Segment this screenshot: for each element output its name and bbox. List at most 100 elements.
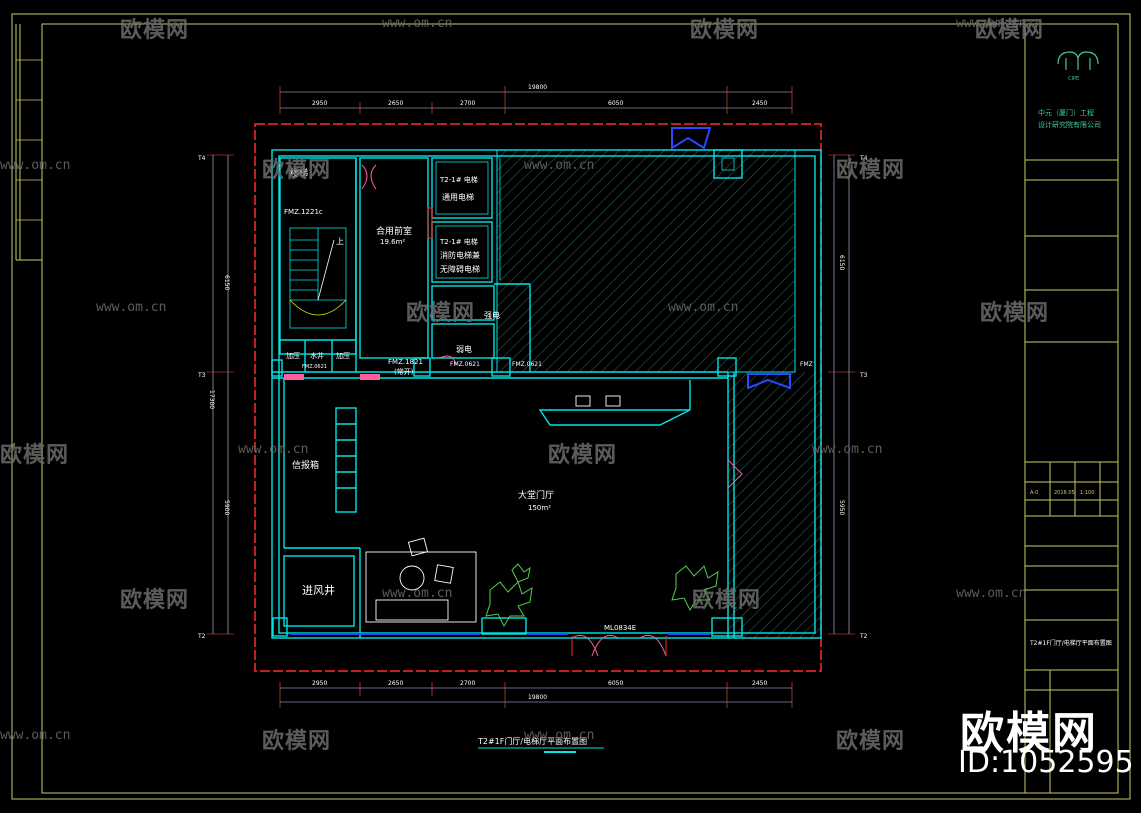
- svg-text:T4: T4: [859, 155, 868, 162]
- title-block-sheet-no: A-0: [1030, 490, 1038, 496]
- watermark-brand: 欧模网: [836, 158, 906, 183]
- label-stair-door: FMZ.1221c: [284, 208, 323, 216]
- drawing-title: T2#1F门厅/电梯厅平面布置图: [477, 736, 587, 746]
- watermark-url: www.om.cn: [382, 16, 453, 31]
- dim-left-1: 6150: [223, 275, 230, 290]
- walls: [271, 149, 822, 639]
- company-logo-icon: [1057, 51, 1099, 70]
- watermark-brand: 欧模网: [975, 18, 1045, 43]
- dim-bottom-total: 19800: [528, 694, 547, 701]
- label-mailbox: 信报箱: [292, 459, 319, 471]
- dim-top-3: 2700: [460, 100, 475, 107]
- label-public-room-area: 19.6m²: [380, 238, 405, 246]
- watermark-brand: 欧模网: [692, 588, 762, 613]
- label-door-fmz2: FMZ.0621: [512, 361, 542, 368]
- lounge-furniture: [365, 395, 621, 623]
- dim-bottom-1: 2950: [312, 680, 327, 687]
- watermark-brand: 欧模网: [406, 301, 476, 326]
- label-elevator2c: 无障碍电梯: [440, 264, 480, 274]
- label-elevator1: T2-1# 电梯: [439, 175, 478, 184]
- watermark-brand: 欧模网: [980, 301, 1050, 326]
- hatched-side-corridor: [728, 372, 821, 638]
- watermark-brand: 欧模网: [262, 158, 332, 183]
- svg-text:T2: T2: [197, 633, 206, 640]
- watermark-url: www.om.cn: [0, 728, 71, 743]
- watermark-url: www.om.cn: [956, 586, 1027, 601]
- doors: [284, 164, 743, 657]
- dim-bottom-3: 2700: [460, 680, 475, 687]
- dimension-lines: [207, 86, 855, 708]
- label-vent-shaft: 进风井: [302, 583, 335, 597]
- hatched-elevator-hall: [496, 149, 796, 373]
- title-block-scale: 1:100: [1080, 490, 1094, 496]
- label-elevator1b: 通用电梯: [442, 192, 474, 202]
- svg-text:T3: T3: [859, 372, 868, 379]
- watermark-brand: 欧模网: [120, 588, 190, 613]
- watermark-id: ID:1052595: [958, 745, 1134, 780]
- svg-text:T3: T3: [197, 372, 206, 379]
- dim-left-total: 17300: [208, 390, 215, 409]
- company-name-line2: 设计研究院有限公司: [1038, 120, 1101, 129]
- dim-top-1: 2950: [312, 100, 327, 107]
- title-block-sheet-name: T2#1F门厅/电梯厅平面布置图: [1029, 639, 1112, 647]
- watermark-url: www.om.cn: [956, 16, 1027, 31]
- label-strong-elec: 强电: [484, 310, 500, 320]
- label-small2: 水井: [310, 351, 324, 360]
- watermark-brand: 欧模网: [548, 443, 618, 468]
- sheet-inner-border: [41, 23, 1119, 794]
- label-door-fmz1: FMZ.1821: [388, 358, 423, 366]
- label-fmz-right: FMZ: [800, 361, 813, 368]
- label-door-fmz1-note: (常开): [394, 367, 414, 376]
- watermark-url: www.om.cn: [96, 300, 167, 315]
- label-elevator2: T2-1# 电梯: [439, 237, 478, 246]
- sheet-outer-border: [11, 13, 1131, 800]
- label-lobby-area: 150m²: [528, 504, 551, 512]
- title-block-date: 2018.05: [1054, 490, 1075, 496]
- watermark-url: www.om.cn: [524, 158, 595, 173]
- svg-text:T2: T2: [859, 633, 868, 640]
- label-weak-elec: 弱电: [456, 344, 472, 354]
- watermark-url: www.om.cn: [238, 442, 309, 457]
- elevator-cars: [435, 157, 735, 280]
- label-weak-door: FMZ.0621: [450, 361, 480, 368]
- dim-top-4: 6050: [608, 100, 623, 107]
- dim-right-1: 6150: [838, 255, 845, 270]
- label-small-door: FMZ.0621: [302, 364, 327, 370]
- watermark-url: www.om.cn: [524, 728, 595, 743]
- label-elevator2b: 消防电梯兼: [440, 250, 480, 260]
- label-entrance: ML0834E: [604, 624, 636, 632]
- dim-top-5: 2450: [752, 100, 767, 107]
- dim-bottom-5: 2450: [752, 680, 767, 687]
- dim-bottom-4: 6050: [608, 680, 623, 687]
- label-stair-up: 上: [336, 237, 344, 246]
- label-lobby: 大堂门厅: [518, 489, 554, 501]
- dim-bottom-2: 2650: [388, 680, 403, 687]
- watermark-url: www.om.cn: [382, 586, 453, 601]
- dim-top-2: 2650: [388, 100, 403, 107]
- watermark-url: www.om.cn: [0, 158, 71, 173]
- watermark-brand: 欧模网: [836, 729, 906, 754]
- watermark-url: www.om.cn: [668, 300, 739, 315]
- dim-right-2: 5950: [838, 500, 845, 515]
- axis-markers: T4 T3 T2 T4 T3 T2: [197, 155, 868, 640]
- watermark-brand: 欧模网: [120, 18, 190, 43]
- watermark-brand: 欧模网: [690, 18, 760, 43]
- watermark-url: www.om.cn: [812, 442, 883, 457]
- label-public-room: 合用前室: [376, 225, 412, 237]
- potted-plants: [485, 563, 719, 628]
- title-block: [1024, 23, 1119, 794]
- company-name-line1: 中元（厦门）工程: [1038, 108, 1094, 117]
- watermark-brand: 欧模网: [0, 443, 70, 468]
- svg-text:T4: T4: [197, 155, 206, 162]
- label-stair: 楼梯: [290, 167, 308, 179]
- windows: [290, 127, 791, 635]
- logo-text: CIPE: [1068, 76, 1079, 82]
- watermark-brand-large: 欧模网: [960, 708, 1098, 759]
- dim-top-total: 19800: [528, 84, 547, 91]
- stair-symbol: [289, 227, 347, 329]
- label-small1: 加压: [286, 351, 300, 360]
- watermark-brand: 欧模网: [262, 729, 332, 754]
- dim-left-2: 5900: [223, 500, 230, 515]
- label-small3: 加压: [336, 351, 350, 360]
